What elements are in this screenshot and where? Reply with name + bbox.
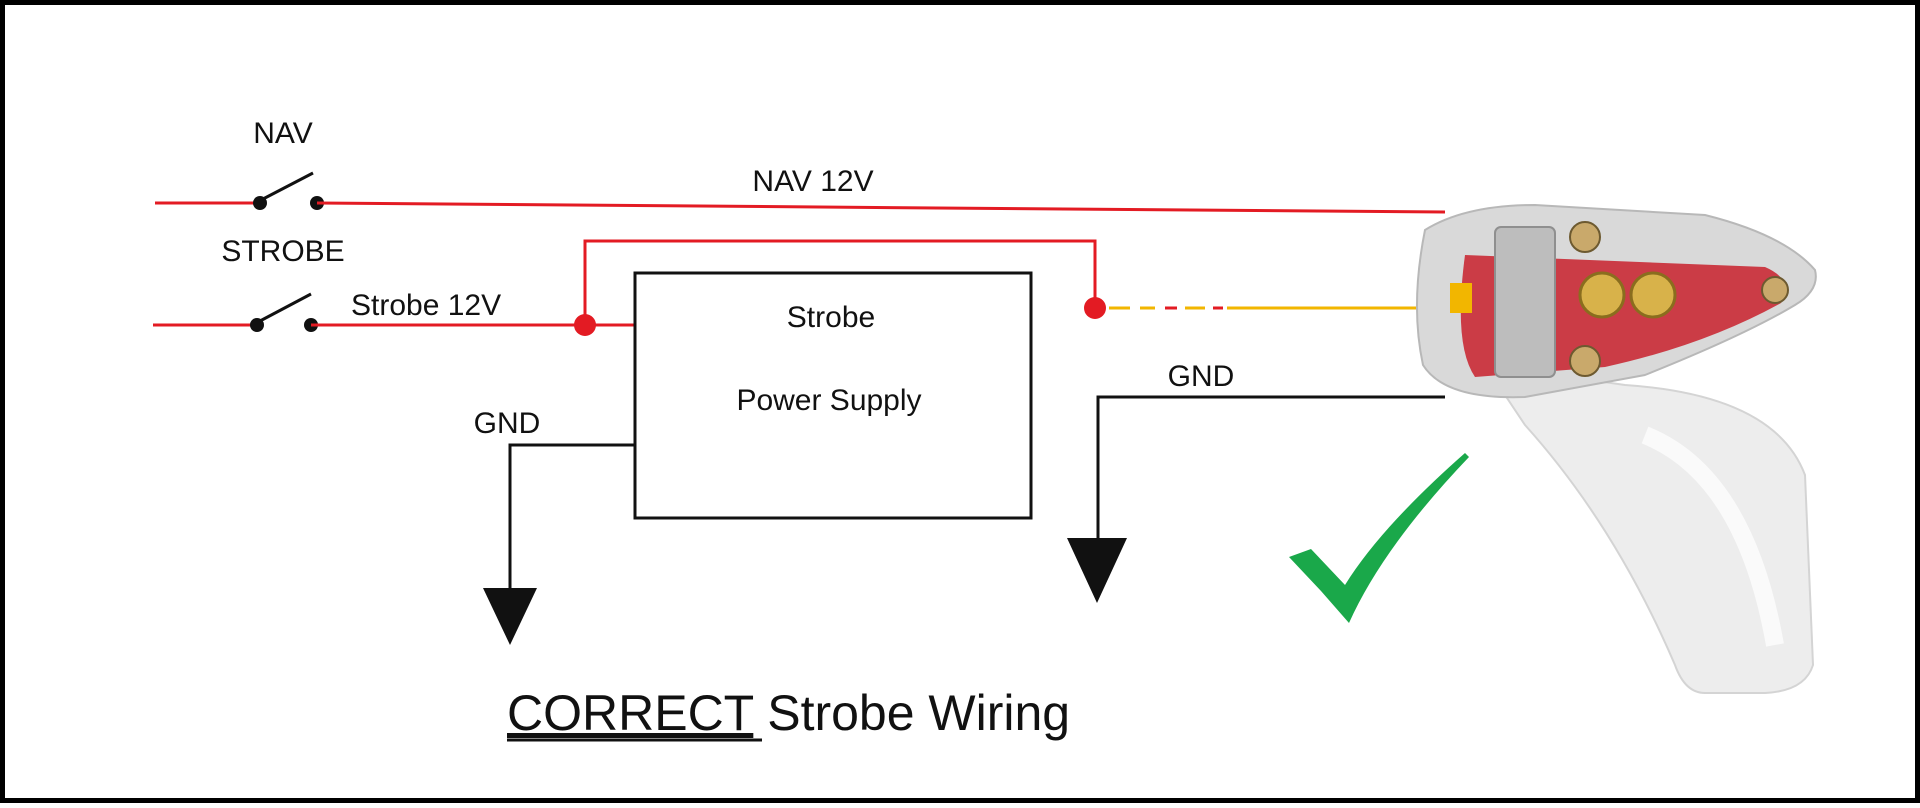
screw-2 (1569, 345, 1601, 377)
strobe-output-dot (1084, 297, 1106, 319)
gnd-right-label: GND (1168, 360, 1235, 393)
screw-1 (1569, 221, 1601, 253)
nav-12v-wire (316, 201, 1446, 214)
gnd-left-label: GND (474, 407, 541, 440)
nav-circuit (155, 171, 1446, 214)
check-mark-icon (1289, 453, 1469, 623)
led-1 (1578, 271, 1626, 319)
strobe-power-supply-box (633, 271, 1033, 520)
left-ground (483, 443, 635, 645)
nav-switch-label: NAV (253, 117, 312, 150)
psu-label-line1: Strobe (787, 301, 875, 334)
ground-arrow-icon (1067, 538, 1127, 603)
title-rest: Strobe Wiring (753, 685, 1070, 741)
right-ground (1067, 395, 1445, 603)
wiring-diagram: Strobe Power Supply NAV NAV 12V STROBE S… (153, 117, 1817, 742)
ground-arrow-icon (483, 588, 537, 645)
nav-switch-lever (262, 171, 314, 201)
strobe-circuit (153, 239, 1445, 336)
left-ground-wire (508, 443, 635, 590)
housing-highlight (1641, 426, 1784, 647)
title-emphasis: CORRECT (507, 685, 754, 741)
wingtip-light-icon (1416, 203, 1817, 694)
strobe-12v-label: Strobe 12V (351, 289, 501, 322)
light-bracket (1494, 226, 1556, 378)
strobe-switch-label: STROBE (221, 235, 344, 268)
psu-label-line2: Power Supply (736, 384, 921, 417)
light-housing (1482, 363, 1815, 694)
strobe-switch-lever (259, 292, 312, 323)
light-capacitor (1450, 283, 1472, 313)
nav-12v-label: NAV 12V (752, 165, 873, 198)
diagram-title: CORRECT Strobe Wiring (507, 685, 1070, 741)
right-ground-wire (1096, 395, 1445, 538)
strobe-bypass-wire (583, 239, 1097, 325)
led-2 (1629, 271, 1677, 319)
screw-3 (1761, 276, 1789, 304)
